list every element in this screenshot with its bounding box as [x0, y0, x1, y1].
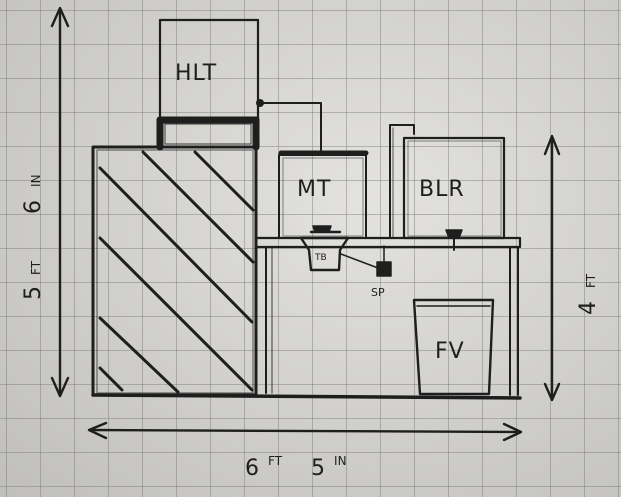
svg-text:4 FT: 4 FT	[576, 273, 601, 315]
label-mt: MT	[297, 177, 331, 202]
hlt-to-mt-pipe	[256, 99, 322, 151]
height-total-ft-unit: FT	[29, 260, 43, 275]
width-total-ft-unit: FT	[268, 454, 283, 468]
pump-line	[340, 124, 415, 277]
pump-sp	[376, 261, 392, 277]
fv-vessel	[412, 298, 495, 396]
svg-text:5 FT 6: 5 FT 6 IN	[21, 174, 46, 300]
label-fv: FV	[435, 339, 465, 364]
label-blr: BLR	[419, 177, 465, 202]
height-total-label: 5 FT 6 IN	[21, 174, 46, 300]
height-total-in-number: 6	[21, 200, 46, 214]
blr-vessel	[402, 136, 506, 251]
label-sp: SP	[371, 286, 385, 299]
stand-tower	[91, 145, 258, 397]
height-total-ft-number: 5	[21, 286, 46, 300]
table-frame	[91, 236, 522, 400]
width-total-in-unit: IN	[334, 454, 347, 468]
width-total-ft-number: 6	[245, 456, 259, 481]
tb-vessel	[299, 230, 350, 272]
height-total-in-unit: IN	[29, 174, 43, 187]
tower-hatching	[98, 150, 255, 394]
width-total-arrow	[88, 428, 522, 434]
height-table-label: 4 FT	[576, 273, 601, 315]
dimension-arrows	[50, 6, 561, 442]
mt-vessel	[278, 150, 369, 239]
height-table-ft-unit: FT	[584, 273, 598, 288]
width-total-in-number: 5	[311, 456, 325, 481]
width-total-label: 6 FT 5 IN	[245, 446, 347, 481]
label-tb: TB	[314, 253, 327, 263]
blr-valve	[445, 229, 463, 239]
height-table-ft-number: 4	[576, 301, 601, 315]
label-hlt: HLT	[175, 61, 217, 86]
hlt-vessel	[156, 18, 260, 151]
